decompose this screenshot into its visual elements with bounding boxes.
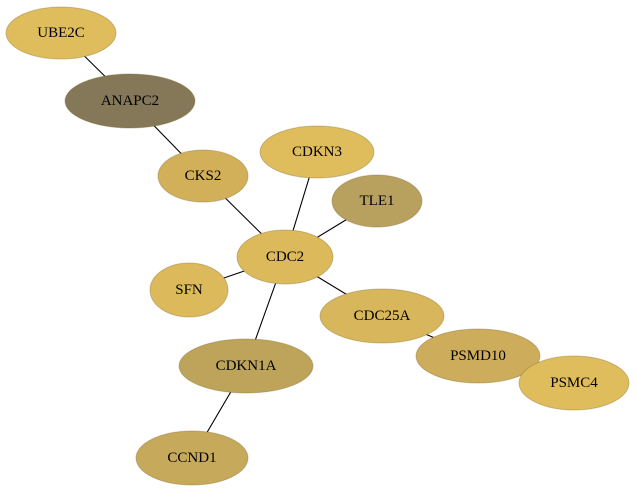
node-label: CDKN1A — [216, 358, 277, 374]
node-cks2[interactable]: CKS2 — [157, 149, 249, 203]
node-ellipse — [236, 229, 334, 285]
node-cdkn1a[interactable]: CDKN1A — [178, 338, 314, 394]
node-psmd10[interactable]: PSMD10 — [415, 328, 541, 384]
node-cdc25a[interactable]: CDC25A — [319, 288, 445, 344]
node-ellipse — [518, 355, 630, 411]
node-ellipse — [157, 149, 249, 203]
node-sfn[interactable]: SFN — [149, 262, 229, 318]
node-ellipse — [149, 262, 229, 318]
node-psmc4[interactable]: PSMC4 — [518, 355, 630, 411]
node-label: CDKN3 — [292, 144, 342, 160]
node-ellipse — [331, 174, 423, 228]
node-label: CKS2 — [185, 168, 222, 184]
node-ellipse — [178, 338, 314, 394]
node-cdkn3[interactable]: CDKN3 — [259, 125, 375, 179]
node-ccnd1[interactable]: CCND1 — [135, 430, 249, 486]
node-label: CDC2 — [266, 249, 304, 265]
node-cdc2[interactable]: CDC2 — [236, 229, 334, 285]
node-ellipse — [5, 6, 117, 60]
node-label: UBE2C — [37, 25, 85, 41]
node-label: CDC25A — [354, 308, 411, 324]
node-label: PSMC4 — [550, 375, 598, 391]
node-ellipse — [319, 288, 445, 344]
node-ellipse — [135, 430, 249, 486]
node-ellipse — [259, 125, 375, 179]
node-ellipse — [415, 328, 541, 384]
node-label: SFN — [175, 282, 203, 298]
node-ellipse — [64, 73, 196, 129]
node-anapc2[interactable]: ANAPC2 — [64, 73, 196, 129]
node-label: TLE1 — [360, 193, 395, 209]
node-tle1[interactable]: TLE1 — [331, 174, 423, 228]
node-label: PSMD10 — [450, 348, 506, 364]
node-ube2c[interactable]: UBE2C — [5, 6, 117, 60]
node-label: CCND1 — [167, 450, 216, 466]
node-label: ANAPC2 — [101, 93, 159, 109]
